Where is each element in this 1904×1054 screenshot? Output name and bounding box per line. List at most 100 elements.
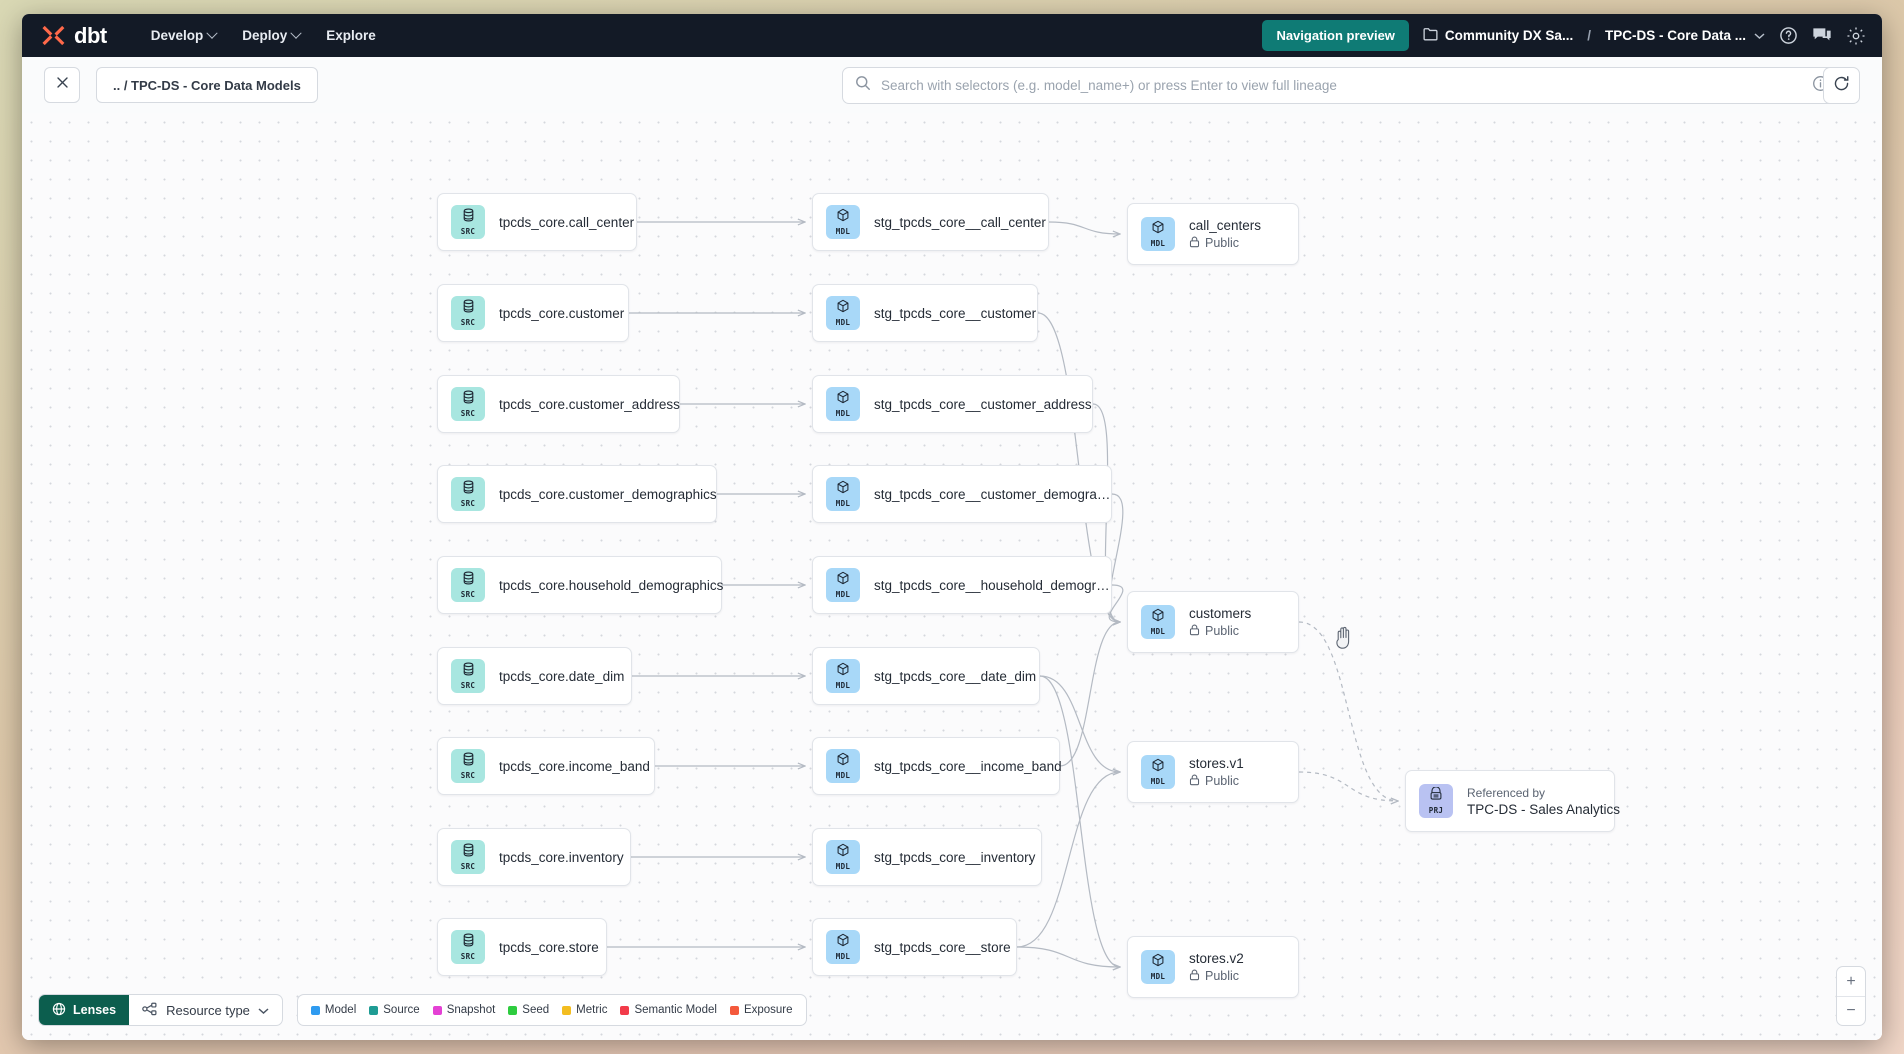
breadcrumb-separator: / [1587,28,1591,43]
legend-swatch [432,1005,442,1015]
search-bar[interactable] [842,67,1842,104]
nav-item-develop[interactable]: Develop [141,22,227,49]
node-title: stg_tpcds_core__date_dim [874,668,1037,684]
resource-type-dropdown[interactable]: Resource type [129,995,282,1025]
nav-item-deploy[interactable]: Deploy [232,22,310,49]
cube-icon [836,299,850,317]
legend-item[interactable]: Model [310,1004,357,1016]
legend-item[interactable]: Metric [562,1004,607,1016]
feedback-icon[interactable] [1812,26,1832,45]
node-type-badge-src: SRC [451,659,485,693]
legend-swatch [508,1005,518,1015]
lenses-button[interactable]: Lenses [39,995,130,1025]
legend-swatch [562,1005,572,1015]
nav-item-explore[interactable]: Explore [316,22,386,49]
database-icon [462,299,475,317]
lock-icon [1189,236,1200,251]
breadcrumb-chip[interactable]: .. / TPC-DS - Core Data Models [96,67,318,103]
node-title: TPC-DS - Sales Analytics [1467,801,1621,817]
close-button[interactable] [44,67,80,103]
resource-type-icon [142,1002,158,1019]
node-type-label: MDL [835,862,851,871]
cube-icon [1151,608,1165,626]
help-circle-icon[interactable] [1779,26,1798,45]
node-type-badge-mdl: MDL [826,477,860,511]
legend-item[interactable]: Source [369,1004,420,1016]
node-type-label: SRC [460,499,476,508]
breadcrumb-account[interactable]: Community DX Sa... [1423,27,1573,44]
legend-item[interactable]: Exposure [729,1004,793,1016]
lineage-edge [1039,675,1120,772]
node-type-label: PRJ [1428,806,1444,815]
legend-label: Metric [576,1004,608,1016]
zoom-out-button[interactable]: − [1837,996,1865,1025]
navigation-preview-button[interactable]: Navigation preview [1262,20,1409,51]
lineage-node-stg-date-dim[interactable]: MDL stg_tpcds_core__date_dim [812,647,1040,705]
legend-label: Seed [522,1004,550,1016]
breadcrumb-project[interactable]: TPC-DS - Core Data ... [1605,28,1765,43]
node-type-label: MDL [1150,972,1166,981]
cube-icon [836,752,850,770]
lineage-node-src-customer-demographics[interactable]: SRC tpcds_core.customer_demographics [437,465,717,523]
lineage-edge [1298,621,1398,801]
gear-icon[interactable] [1846,26,1866,46]
node-type-badge-src: SRC [451,749,485,783]
chevron-down-icon [290,27,302,39]
node-type-badge-src: SRC [451,477,485,511]
cube-icon [836,390,850,408]
legend-label: Model [324,1004,357,1016]
legend-item[interactable]: Seed [508,1004,549,1016]
node-access-label: Public [1205,624,1240,638]
node-type-label: SRC [460,952,476,961]
lock-icon [1189,774,1200,789]
legend-item[interactable]: Snapshot [432,1004,495,1016]
legend-item[interactable]: Semantic Model [620,1004,717,1016]
zoom-in-button[interactable]: + [1846,972,1856,990]
app-window: dbt Develop Deploy Explore Navigation pr… [22,14,1882,1040]
node-body: stg_tpcds_core__customer [874,306,1036,321]
node-type-label: MDL [1150,239,1166,248]
project-icon [1429,786,1443,805]
node-type-label: SRC [460,318,476,327]
node-type-badge-mdl: MDL [826,930,860,964]
lineage-edge [1048,221,1120,234]
refresh-button[interactable] [1823,67,1860,104]
dbt-logo[interactable]: dbt [40,22,107,49]
node-ref-label: Referenced by [1467,785,1546,800]
search-input[interactable] [881,78,1802,93]
lenses-group: Lenses Resource type [38,994,283,1026]
node-type-badge-mdl: MDL [826,659,860,693]
node-access-label: Public [1205,774,1240,788]
database-icon [462,571,475,589]
lineage-edge [1108,584,1124,622]
node-title: tpcds_core.customer_demographics [499,486,717,502]
node-access-label: Public [1205,969,1240,983]
database-icon [462,933,475,951]
node-access-badge: Public [1189,774,1244,789]
lineage-edge [1298,771,1398,801]
chevron-down-icon [1754,28,1765,43]
